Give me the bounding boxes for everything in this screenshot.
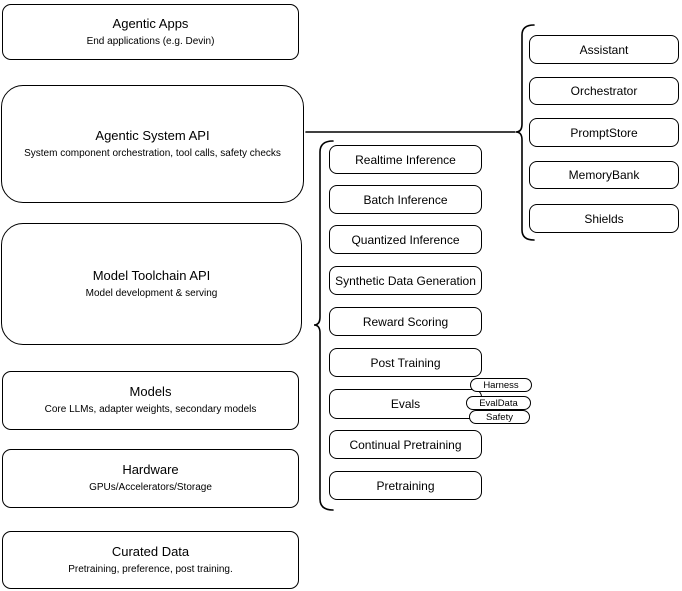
layer-curated-data: Curated Data Pretraining, preference, po…: [2, 531, 299, 589]
layer-models: Models Core LLMs, adapter weights, secon…: [2, 371, 299, 430]
layer-subtitle: End applications (e.g. Devin): [86, 35, 215, 47]
node-evals: Evals: [329, 389, 482, 419]
node-continual-pretraining: Continual Pretraining: [329, 430, 482, 459]
layer-subtitle: Pretraining, preference, post training.: [68, 563, 233, 575]
node-realtime-inference: Realtime Inference: [329, 145, 482, 174]
layer-title: Model Toolchain API: [92, 267, 211, 283]
node-post-training: Post Training: [329, 348, 482, 377]
node-shields: Shields: [529, 204, 679, 233]
node-synthetic-data-generation: Synthetic Data Generation: [329, 266, 482, 295]
tag-evaldata: EvalData: [466, 396, 531, 410]
layer-subtitle: Core LLMs, adapter weights, secondary mo…: [44, 404, 257, 416]
node-memorybank: MemoryBank: [529, 161, 679, 189]
layer-title: Hardware: [122, 462, 179, 478]
tag-harness: Harness: [470, 378, 532, 392]
node-promptstore: PromptStore: [529, 118, 679, 147]
layer-subtitle: GPUs/Accelerators/Storage: [89, 482, 212, 494]
layer-hardware: Hardware GPUs/Accelerators/Storage: [2, 449, 299, 508]
layer-agentic-system-api: Agentic System API System component orch…: [1, 85, 304, 203]
node-orchestrator: Orchestrator: [529, 77, 679, 105]
layer-title: Agentic System API: [95, 127, 210, 143]
node-reward-scoring: Reward Scoring: [329, 307, 482, 336]
node-pretraining: Pretraining: [329, 471, 482, 500]
layer-title: Agentic Apps: [112, 15, 189, 31]
node-assistant: Assistant: [529, 35, 679, 64]
node-batch-inference: Batch Inference: [329, 185, 482, 214]
node-quantized-inference: Quantized Inference: [329, 225, 482, 254]
layer-title: Models: [129, 384, 172, 400]
layer-title: Curated Data: [111, 543, 190, 559]
layer-subtitle: System component orchestration, tool cal…: [24, 147, 281, 159]
layer-agentic-apps: Agentic Apps End applications (e.g. Devi…: [2, 4, 299, 60]
layer-subtitle: Model development & serving: [85, 287, 218, 299]
layer-model-toolchain-api: Model Toolchain API Model development & …: [1, 223, 302, 345]
tag-safety: Safety: [469, 410, 530, 424]
